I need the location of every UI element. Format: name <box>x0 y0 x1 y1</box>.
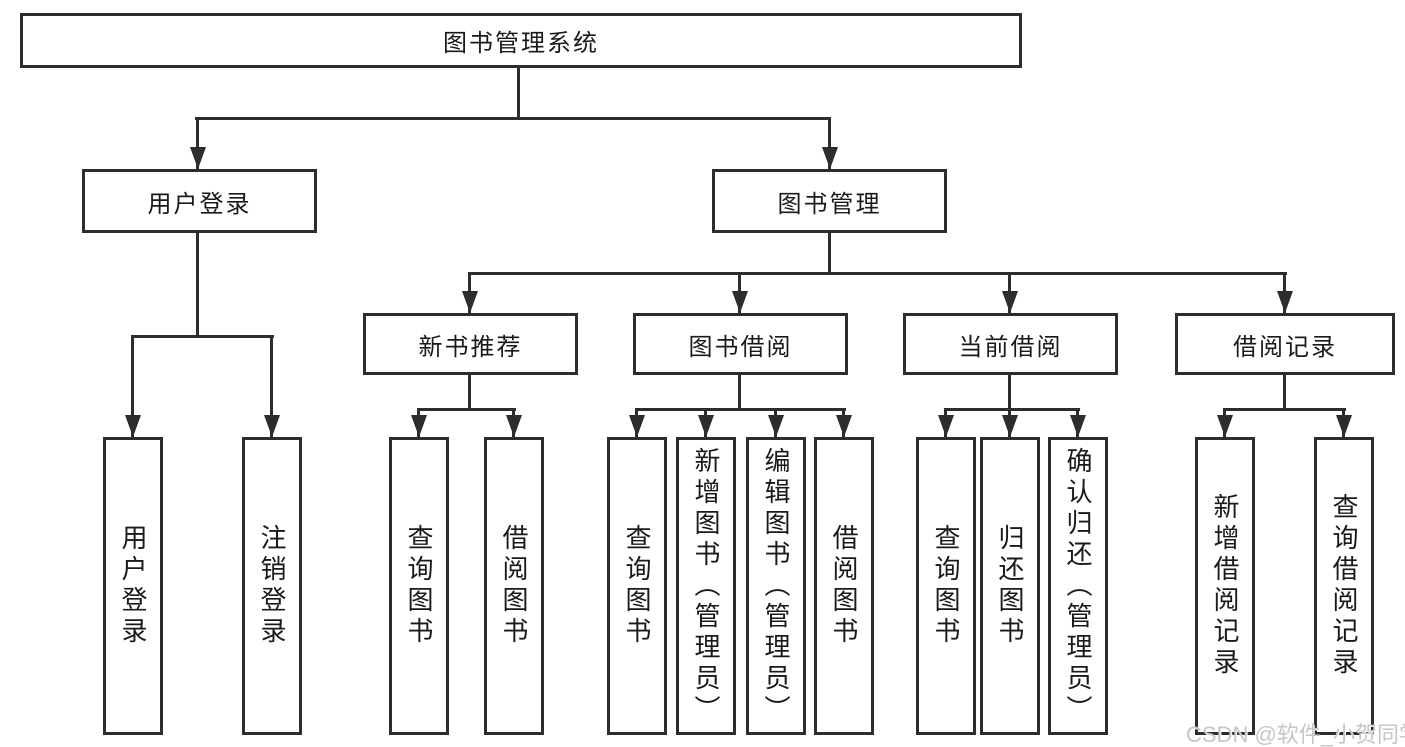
arrowhead-g3-leaf1 <box>629 415 645 437</box>
connector-user-login-hline <box>131 335 274 338</box>
connector-to-leaf-login <box>131 335 134 437</box>
node-label: 用户登录 <box>147 190 252 218</box>
leaf-label: 查询借阅记录 <box>1329 493 1359 679</box>
arrowhead-g5-leaf2 <box>1336 415 1352 437</box>
connector-new-book-hline <box>417 408 516 411</box>
connector-to-book-management <box>828 117 831 169</box>
arrowhead-to-book-management <box>822 147 838 169</box>
leaf-label: 确认归还（管理员） <box>1063 446 1093 726</box>
leaf-query-books-recommend: 查询图书 <box>389 437 449 735</box>
arrowhead-g5-leaf1 <box>1217 415 1233 437</box>
leaf-query-books-borrowing: 查询图书 <box>607 437 667 735</box>
csdn-watermark: CSDN @软件_小贺同学 <box>1186 722 1405 747</box>
connector-to-user-login <box>196 117 199 169</box>
connector-to-leaf-logout <box>270 335 273 437</box>
leaf-label: 查询图书 <box>622 524 652 648</box>
leaf-return-books: 归还图书 <box>980 437 1040 735</box>
arrowhead-g4-leaf2 <box>1002 415 1018 437</box>
leaf-label: 查询图书 <box>931 524 961 648</box>
connector-book-mgmt-hline <box>469 272 1287 275</box>
node-label: 借阅记录 <box>1233 333 1337 361</box>
node-book-management: 图书管理 <box>712 169 947 233</box>
node-label: 图书管理系统 <box>443 30 599 57</box>
arrowhead-to-leaf-login <box>125 415 141 437</box>
connector-new-book-stub <box>468 375 471 408</box>
arrowhead-to-borrow-records <box>1277 291 1293 313</box>
arrowhead-to-new-book <box>462 291 478 313</box>
arrowhead-g2-leaf1 <box>411 415 427 437</box>
arrowhead-to-current-borrow <box>1002 291 1018 313</box>
leaf-confirm-return-admin: 确认归还（管理员） <box>1048 437 1108 735</box>
leaf-query-books-current: 查询图书 <box>916 437 976 735</box>
connector-current-borrow-hline <box>944 408 1080 411</box>
leaf-label: 新增借阅记录 <box>1210 493 1240 679</box>
arrowhead-to-leaf-logout <box>264 415 280 437</box>
connector-current-borrow-stub <box>1008 375 1011 408</box>
leaf-borrow-books-borrowing: 借阅图书 <box>814 437 874 735</box>
leaf-query-borrow-record: 查询借阅记录 <box>1314 437 1374 735</box>
leaf-logout: 注销登录 <box>242 437 302 735</box>
node-new-book-recommend: 新书推荐 <box>363 313 578 375</box>
leaf-label: 归还图书 <box>995 524 1025 648</box>
connector-book-mgmt-stub <box>828 233 831 272</box>
leaf-label: 用户登录 <box>118 524 148 648</box>
arrowhead-to-book-borrow <box>732 291 748 313</box>
arrowhead-g4-leaf1 <box>938 415 954 437</box>
arrowhead-to-user-login <box>190 147 206 169</box>
connector-root-stub <box>517 68 520 117</box>
connector-borrow-records-hline <box>1223 408 1346 411</box>
leaf-label: 编辑图书（管理员） <box>761 446 791 726</box>
node-borrowing-records: 借阅记录 <box>1175 313 1395 375</box>
arrowhead-g2-leaf2 <box>506 415 522 437</box>
leaf-label: 查询图书 <box>404 524 434 648</box>
node-label: 图书借阅 <box>688 333 793 361</box>
leaf-add-books-admin: 新增图书（管理员） <box>676 437 736 735</box>
arrowhead-g3-leaf2 <box>698 415 714 437</box>
node-label: 图书管理 <box>777 190 882 218</box>
leaf-label: 新增图书（管理员） <box>691 446 721 726</box>
leaf-edit-books-admin: 编辑图书（管理员） <box>746 437 806 735</box>
node-library-management-system: 图书管理系统 <box>20 13 1022 68</box>
connector-root-hline <box>195 117 831 120</box>
leaf-label: 借阅图书 <box>499 524 529 648</box>
node-book-borrowing: 图书借阅 <box>633 313 848 375</box>
arrowhead-g3-leaf3 <box>768 415 784 437</box>
arrowhead-g3-leaf4 <box>836 415 852 437</box>
leaf-borrow-books-recommend: 借阅图书 <box>484 437 544 735</box>
connector-book-borrow-hline <box>635 408 846 411</box>
leaf-label: 借阅图书 <box>829 524 859 648</box>
connector-book-borrow-stub <box>738 375 741 408</box>
connector-user-login-stub <box>196 233 199 335</box>
connector-borrow-records-stub <box>1283 375 1286 408</box>
node-label: 当前借阅 <box>958 333 1063 361</box>
arrowhead-g4-leaf3 <box>1070 415 1086 437</box>
leaf-label: 注销登录 <box>257 524 287 648</box>
node-user-login: 用户登录 <box>82 169 317 233</box>
node-label: 新书推荐 <box>418 333 523 361</box>
leaf-add-borrow-record: 新增借阅记录 <box>1195 437 1255 735</box>
leaf-user-login: 用户登录 <box>103 437 163 735</box>
node-current-borrowing: 当前借阅 <box>903 313 1118 375</box>
